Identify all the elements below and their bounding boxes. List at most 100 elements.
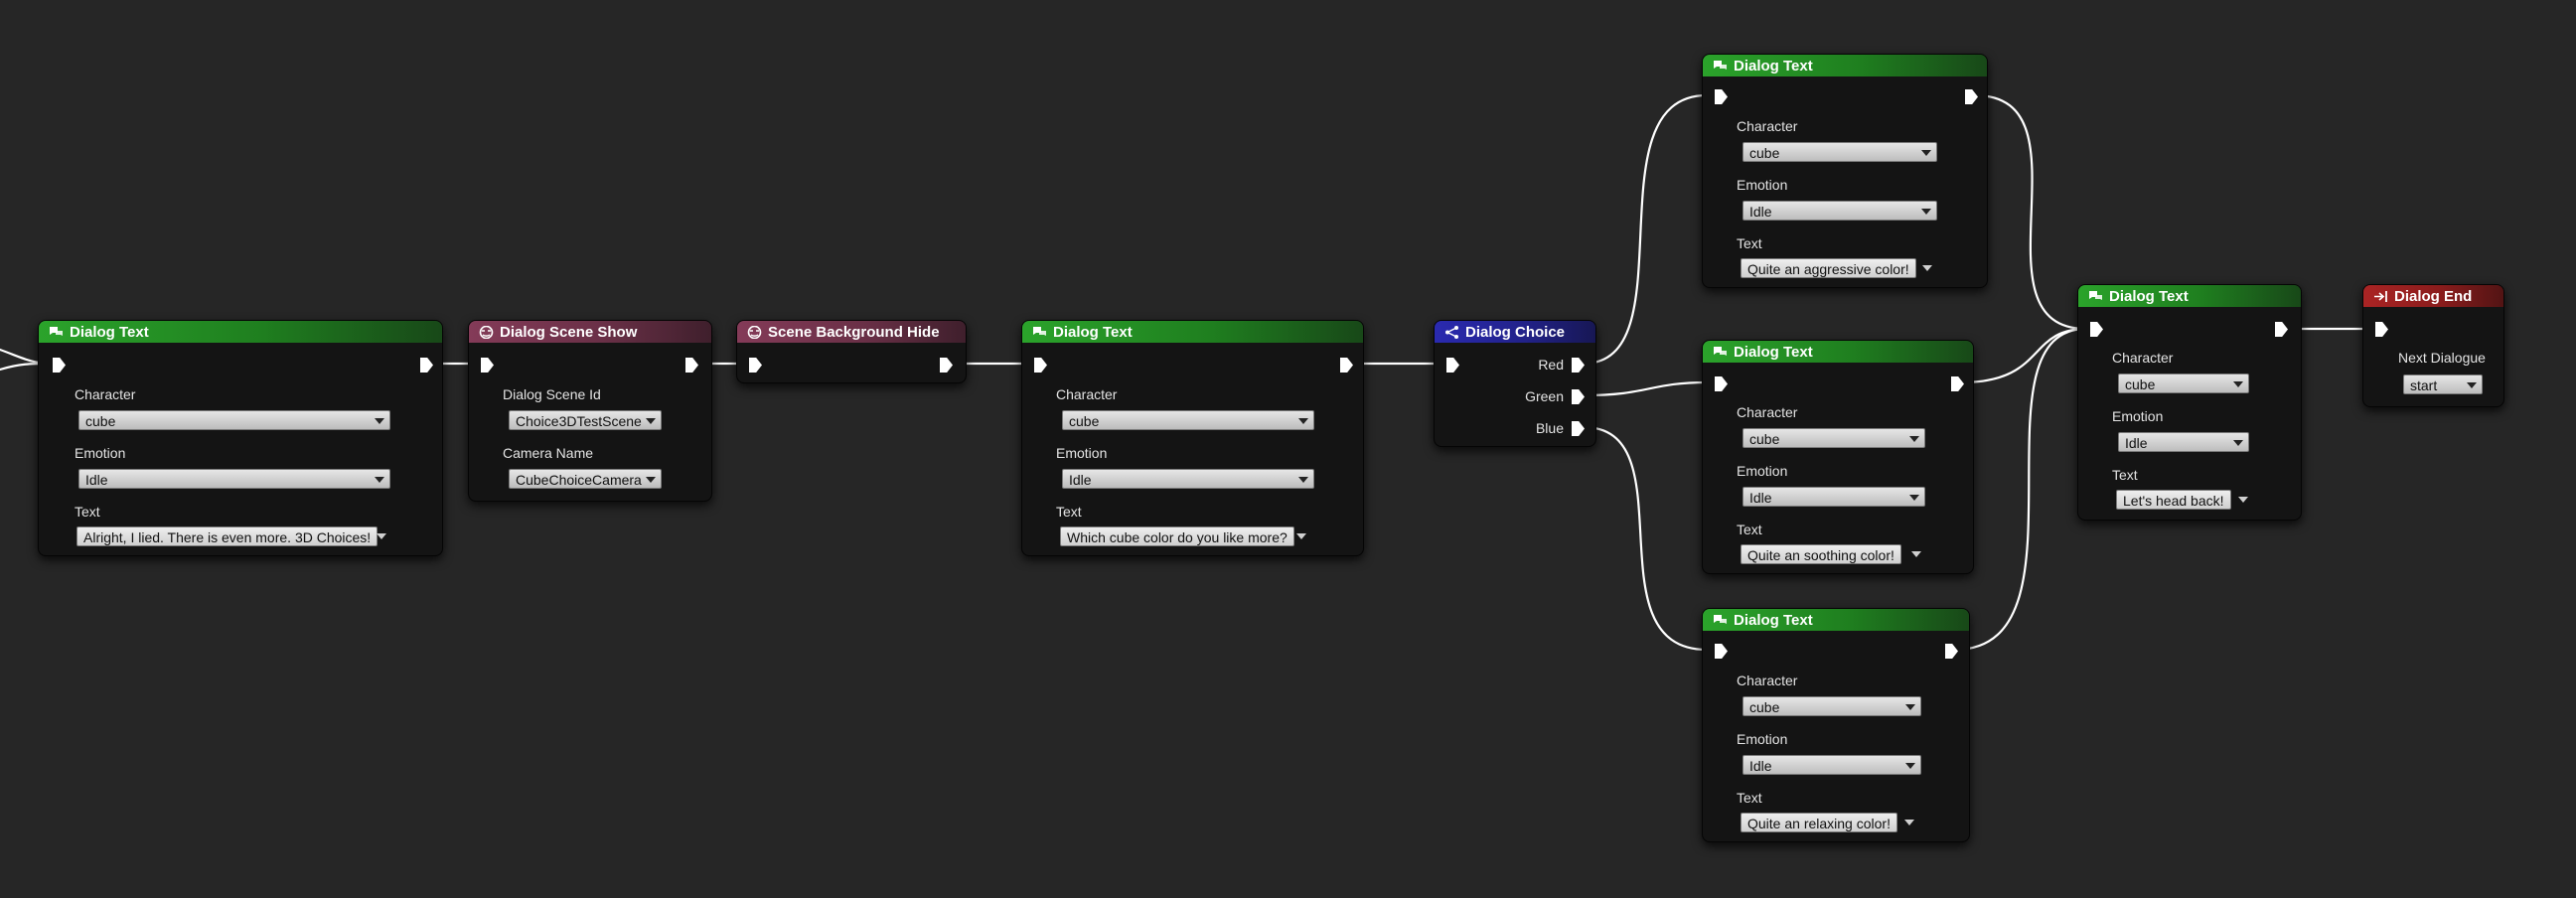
next-dialogue-dropdown[interactable]: start bbox=[2403, 374, 2483, 394]
node-header[interactable]: Dialog Text bbox=[2078, 285, 2301, 307]
exec-in-pin[interactable] bbox=[1715, 376, 1728, 391]
exec-in-pin[interactable] bbox=[53, 358, 66, 373]
speech-bubbles-icon bbox=[50, 326, 63, 336]
exec-out-pin[interactable] bbox=[1951, 376, 1964, 391]
text-field[interactable]: Which cube color do you like more? bbox=[1060, 526, 1294, 546]
emotion-dropdown[interactable]: Idle bbox=[1062, 469, 1314, 489]
choice-red-out-pin[interactable] bbox=[1572, 358, 1585, 373]
chevron-down-icon[interactable] bbox=[1296, 533, 1306, 539]
chevron-down-icon bbox=[646, 477, 656, 483]
emotion-label: Emotion bbox=[75, 445, 126, 461]
speech-bubbles-icon bbox=[1714, 614, 1727, 624]
dialog-text-node[interactable]: Dialog Text Character cube Emotion Idle … bbox=[38, 320, 443, 556]
node-header[interactable]: Scene Background Hide bbox=[737, 321, 966, 343]
choice-option-label: Green bbox=[1525, 388, 1564, 404]
character-dropdown[interactable]: cube bbox=[78, 410, 390, 430]
exec-in-pin[interactable] bbox=[481, 358, 494, 373]
next-dialogue-label: Next Dialogue bbox=[2398, 350, 2486, 366]
node-header[interactable]: Dialog Text bbox=[39, 321, 442, 343]
exec-out-pin[interactable] bbox=[420, 358, 433, 373]
node-title: Dialog Text bbox=[70, 323, 149, 341]
character-label: Character bbox=[1056, 386, 1118, 402]
text-label: Text bbox=[1737, 790, 1762, 806]
speech-bubbles-icon bbox=[1714, 346, 1727, 356]
chevron-down-icon[interactable] bbox=[1911, 551, 1921, 557]
node-header[interactable]: Dialog Text bbox=[1703, 55, 1987, 76]
choice-option-label: Blue bbox=[1535, 420, 1564, 436]
speech-bubbles-icon bbox=[2089, 290, 2102, 300]
chevron-down-icon bbox=[1909, 495, 1919, 501]
exec-out-pin[interactable] bbox=[940, 358, 953, 373]
character-dropdown[interactable]: cube bbox=[1062, 410, 1314, 430]
camera-name-value: CubeChoiceCamera bbox=[516, 472, 642, 488]
dialog-text-node[interactable]: Dialog Text Character cube Emotion Idle … bbox=[2077, 284, 2302, 521]
node-title: Dialog Text bbox=[1734, 343, 1813, 361]
text-label: Text bbox=[2112, 467, 2138, 483]
exec-out-pin[interactable] bbox=[1945, 644, 1958, 659]
character-dropdown[interactable]: cube bbox=[1743, 428, 1925, 448]
scene-id-value: Choice3DTestScene bbox=[516, 413, 642, 429]
emotion-dropdown[interactable]: Idle bbox=[1743, 201, 1937, 221]
node-header[interactable]: Dialog Scene Show bbox=[469, 321, 711, 343]
chevron-down-icon[interactable] bbox=[2238, 497, 2248, 503]
chevron-down-icon[interactable] bbox=[377, 533, 386, 539]
node-header[interactable]: Dialog Text bbox=[1022, 321, 1363, 343]
dialog-choice-node[interactable]: Dialog Choice Red Green Blue bbox=[1434, 320, 1596, 447]
scene-mask-icon bbox=[479, 325, 494, 339]
emotion-value: Idle bbox=[1749, 204, 1772, 220]
dialog-text-node[interactable]: Dialog Text Character cube Emotion Idle … bbox=[1702, 340, 1974, 574]
dialog-end-node[interactable]: Dialog End Next Dialogue start bbox=[2362, 284, 2504, 407]
exec-in-pin[interactable] bbox=[1715, 644, 1728, 659]
dialog-text-node[interactable]: Dialog Text Character cube Emotion Idle … bbox=[1021, 320, 1364, 556]
character-value: cube bbox=[1749, 699, 1780, 715]
text-field[interactable]: Quite an aggressive color! bbox=[1741, 258, 1916, 278]
choice-blue-out-pin[interactable] bbox=[1572, 421, 1585, 436]
chevron-down-icon bbox=[2467, 382, 2477, 388]
wire-blue-to-text-blue bbox=[1582, 425, 1709, 652]
exec-out-pin[interactable] bbox=[1340, 358, 1353, 373]
text-field[interactable]: Quite an relaxing color! bbox=[1741, 813, 1897, 832]
dialog-scene-show-node[interactable]: Dialog Scene Show Dialog Scene Id Choice… bbox=[468, 320, 712, 502]
exec-out-pin[interactable] bbox=[685, 358, 698, 373]
dialog-text-node[interactable]: Dialog Text Character cube Emotion Idle … bbox=[1702, 608, 1970, 842]
character-value: cube bbox=[1069, 413, 1100, 429]
speech-bubbles-icon bbox=[1033, 326, 1046, 336]
exec-in-pin[interactable] bbox=[1715, 89, 1728, 104]
exec-out-pin[interactable] bbox=[1965, 89, 1978, 104]
node-header[interactable]: Dialog Choice bbox=[1435, 321, 1595, 343]
emotion-dropdown[interactable]: Idle bbox=[2118, 432, 2249, 452]
scene-id-dropdown[interactable]: Choice3DTestScene bbox=[509, 410, 662, 430]
exec-in-pin[interactable] bbox=[1034, 358, 1047, 373]
node-header[interactable]: Dialog Text bbox=[1703, 341, 1973, 363]
character-dropdown[interactable]: cube bbox=[2118, 374, 2249, 393]
dialog-text-node[interactable]: Dialog Text Character cube Emotion Idle … bbox=[1702, 54, 1988, 288]
exec-in-pin[interactable] bbox=[2375, 322, 2388, 337]
exec-in-pin[interactable] bbox=[2090, 322, 2103, 337]
node-title: Dialog Text bbox=[1734, 57, 1813, 75]
next-dialogue-value: start bbox=[2410, 377, 2438, 393]
chevron-down-icon[interactable] bbox=[1922, 265, 1932, 271]
choice-green-out-pin[interactable] bbox=[1572, 389, 1585, 404]
emotion-dropdown[interactable]: Idle bbox=[78, 469, 390, 489]
camera-name-dropdown[interactable]: CubeChoiceCamera bbox=[509, 469, 662, 489]
text-field[interactable]: Alright, I lied. There is even more. 3D … bbox=[76, 526, 379, 546]
character-dropdown[interactable]: cube bbox=[1743, 696, 1921, 716]
node-header[interactable]: Dialog Text bbox=[1703, 609, 1969, 631]
chevron-down-icon[interactable] bbox=[1904, 820, 1914, 825]
emotion-dropdown[interactable]: Idle bbox=[1743, 755, 1921, 775]
wire-red-to-text-red bbox=[1582, 93, 1709, 366]
emotion-dropdown[interactable]: Idle bbox=[1743, 487, 1925, 507]
text-field[interactable]: Let's head back! bbox=[2116, 490, 2231, 510]
wire-text-blue-to-final bbox=[1953, 327, 2088, 652]
emotion-value: Idle bbox=[1749, 490, 1772, 506]
choice-option-label: Red bbox=[1538, 357, 1564, 373]
text-field[interactable]: Quite an soothing color! bbox=[1741, 544, 1901, 564]
exec-in-pin[interactable] bbox=[749, 358, 762, 373]
node-header[interactable]: Dialog End bbox=[2363, 285, 2503, 307]
exec-out-pin[interactable] bbox=[2275, 322, 2288, 337]
scene-background-hide-node[interactable]: Scene Background Hide bbox=[736, 320, 967, 383]
scene-mask-icon bbox=[747, 325, 762, 339]
exec-in-pin[interactable] bbox=[1446, 358, 1459, 373]
character-dropdown[interactable]: cube bbox=[1743, 142, 1937, 162]
